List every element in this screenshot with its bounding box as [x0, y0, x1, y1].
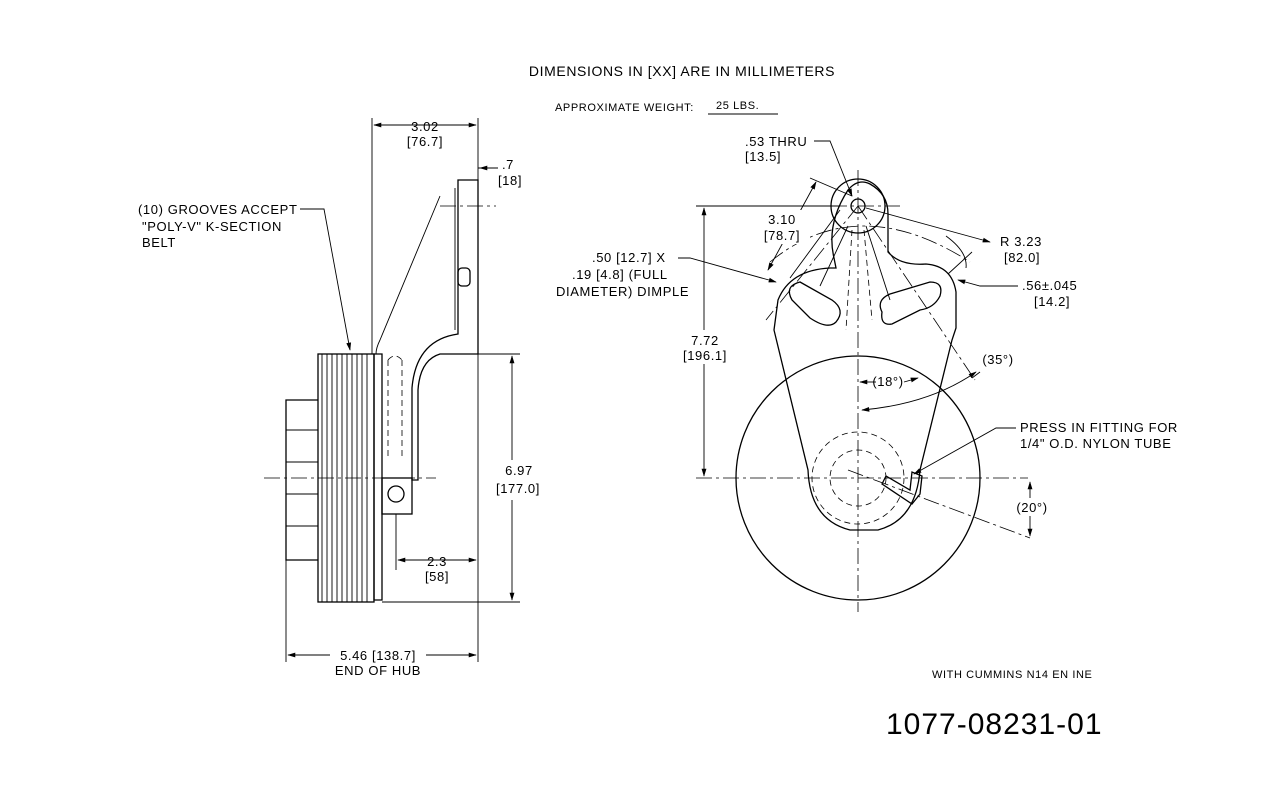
engine-note: WITH CUMMINS N14 EN INE: [932, 669, 1092, 681]
arc-radius-line: [857, 205, 976, 381]
dim-310-bg: [758, 210, 810, 244]
slot-leader: [957, 279, 1018, 287]
angle-35-label: (35°): [982, 352, 1013, 367]
dim-546-sub: END OF HUB: [335, 663, 421, 678]
pivot-hole: [387, 485, 405, 503]
slot-left: [788, 281, 841, 326]
dim-697-mm: [177.0]: [496, 481, 540, 496]
radius-arc: [945, 235, 967, 269]
fitting-line: [847, 469, 1031, 539]
hole-mm: [13.5]: [745, 149, 781, 164]
press-fitting: [881, 471, 923, 505]
front-view: .53 THRU [13.5] 3.10 [78.7] R 3.23 [82.0…: [556, 134, 1178, 612]
units-note: DIMENSIONS IN [XX] ARE IN MILLIMETERS: [529, 63, 835, 79]
slot-right: [879, 281, 942, 325]
dim-07-mm: [18]: [498, 173, 522, 188]
bracket-plate: [373, 353, 383, 601]
dim-310-label: 3.10: [768, 212, 796, 227]
grooves-note-line-2: "POLY-V" K-SECTION: [142, 219, 282, 234]
angle-35-arc: [861, 371, 977, 412]
hub-outline: [285, 399, 318, 561]
dim-302-mm: [76.7]: [407, 134, 443, 149]
grooves-note-line-3: BELT: [142, 235, 176, 250]
side-view: 3.02 [76.7] .7 [18] (10) GROOVES ACCEPT …: [138, 118, 552, 678]
dim-697-bg: [492, 460, 552, 500]
slot-leader-2: [947, 251, 973, 275]
weight-value: 25 LBS.: [716, 100, 759, 112]
dim-772-bg: [680, 330, 730, 364]
dimple-leader: [678, 257, 777, 283]
dim-23-label: 2.3: [427, 554, 447, 569]
angle-20-label: (20°): [1016, 500, 1047, 515]
grooves-leader: [300, 208, 352, 351]
weight-label: APPROXIMATE WEIGHT:: [555, 102, 694, 114]
dim-697-label: 6.97: [505, 463, 533, 478]
web-hidden-left: [845, 229, 873, 331]
pivot-block: [381, 477, 413, 515]
hole-leader: [814, 140, 853, 197]
slot-mm: [14.2]: [1034, 294, 1070, 309]
hole-label: .53 THRU: [745, 134, 807, 149]
grooves-note-line-1: (10) GROOVES ACCEPT: [138, 202, 298, 217]
dimple-note-line-2: .19 [4.8] (FULL: [572, 267, 668, 282]
dimple-note-line-3: DIAMETER) DIMPLE: [556, 284, 689, 299]
bracket-arm: [411, 179, 479, 481]
fitting-leader: [913, 427, 1016, 475]
arc-radius-line-2: [765, 205, 859, 321]
dim-310-ext: [809, 177, 853, 197]
angle-18-arrow-2: [903, 377, 919, 383]
slot-hidden: [387, 355, 403, 460]
radius-label: R 3.23: [1000, 234, 1042, 249]
slot-label: .56±.045: [1022, 278, 1077, 293]
dim-772-label: 7.72: [691, 333, 719, 348]
arm-slot: [457, 267, 471, 287]
bracket-arm-inner: [375, 188, 456, 355]
dim-310-mm: [78.7]: [764, 228, 800, 243]
radius-leader: [865, 207, 991, 243]
angle-20-bg: [1012, 498, 1052, 516]
part-number: 1077-08231-01: [886, 708, 1103, 741]
fitting-note-line-2: 1/4" O.D. NYLON TUBE: [1020, 436, 1171, 451]
dim-23-mm: [58]: [425, 569, 449, 584]
fitting-note-line-1: PRESS IN FITTING FOR: [1020, 420, 1178, 435]
angle-18-label: (18°): [872, 374, 903, 389]
dim-546-label: 5.46 [138.7]: [340, 648, 416, 663]
radius-mm: [82.0]: [1004, 250, 1040, 265]
dim-07-label: .7: [502, 157, 514, 172]
dim-302-label: 3.02: [411, 119, 439, 134]
angle-35-leader: [971, 371, 981, 379]
dim-772-mm: [196.1]: [683, 348, 727, 363]
dimple-note-line-1: .50 [12.7] X: [592, 250, 666, 265]
